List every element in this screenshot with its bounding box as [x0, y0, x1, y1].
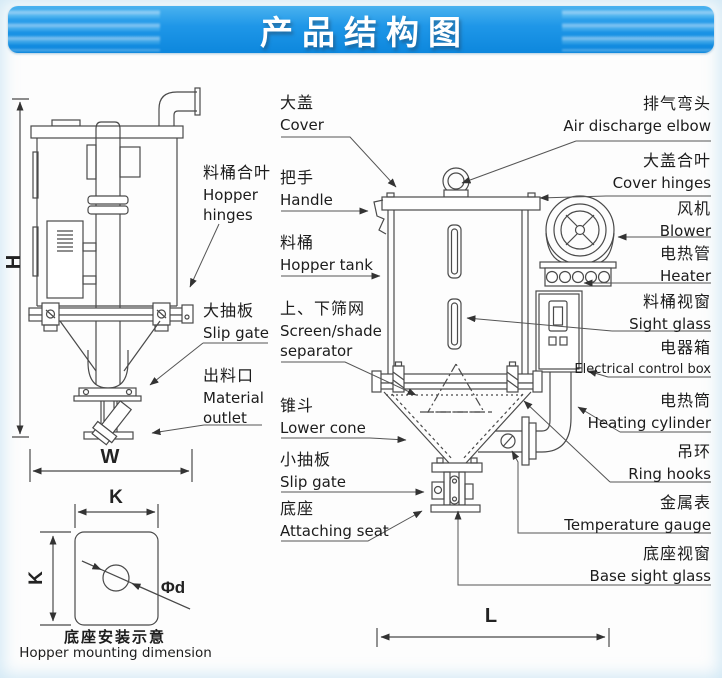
label-ring-hooks: 吊环 Ring hooks	[628, 441, 711, 484]
dimension-k-side: K	[26, 571, 47, 585]
label-attaching-seat: 底座 Attaching seat	[280, 498, 389, 541]
label-slip-gate-small-en: Slip gate	[280, 473, 346, 491]
label-heater-zh: 电热管	[659, 244, 711, 263]
dimension-width-w: W	[100, 445, 120, 468]
label-heater: 电热管 Heater	[660, 243, 711, 286]
label-electrical-control-box-en: Electrical control box	[574, 362, 711, 377]
label-base-sight-glass: 底座视窗 Base sight glass	[590, 543, 711, 586]
mounting-dimension-view	[40, 504, 191, 626]
label-slip-gate-small: 小抽板 Slip gate	[280, 449, 346, 492]
page-title-banner: 产品结构图	[8, 6, 714, 53]
label-lower-cone-zh: 锥斗	[280, 396, 315, 415]
label-temperature-gauge: 金属表 Temperature gauge	[564, 492, 711, 535]
label-material-outlet-en: Material outlet	[203, 389, 264, 427]
label-screen-separator: 上、下筛网 Screen/shade separator	[280, 298, 382, 361]
dimension-length-l: L	[484, 604, 498, 627]
label-cover: 大盖 Cover	[280, 92, 324, 135]
label-attaching-seat-en: Attaching seat	[280, 522, 389, 540]
label-sight-glass-en: Sight glass	[629, 315, 711, 333]
dimension-height-h: H	[2, 254, 25, 270]
label-heating-cylinder: 电热筒 Heating cylinder	[588, 390, 711, 433]
label-sight-glass: 料桶视窗 Sight glass	[629, 291, 711, 334]
label-material-outlet-zh: 出料口	[203, 366, 255, 385]
banner-streaks-left	[8, 8, 160, 51]
label-cover-en: Cover	[280, 116, 324, 134]
label-slip-gate-large-zh: 大抽板	[203, 301, 255, 320]
right-machine-view	[371, 167, 617, 647]
label-lower-cone-en: Lower cone	[280, 419, 366, 437]
label-ring-hooks-zh: 吊环	[676, 442, 711, 461]
label-slip-gate-large-en: Slip gate	[203, 324, 269, 342]
label-hopper-tank-zh: 料桶	[280, 233, 315, 252]
dimension-k-top: K	[109, 487, 123, 508]
label-hopper-hinges-zh: 料桶合叶	[203, 163, 272, 182]
label-attaching-seat-zh: 底座	[280, 499, 315, 518]
banner-streaks-right	[562, 8, 714, 51]
label-heating-cylinder-zh: 电热筒	[659, 391, 711, 410]
label-hopper-tank-en: Hopper tank	[280, 256, 373, 274]
label-lower-cone: 锥斗 Lower cone	[280, 395, 366, 438]
label-heating-cylinder-en: Heating cylinder	[587, 414, 711, 432]
label-blower-zh: 风机	[676, 199, 711, 218]
label-cover-hinges: 大盖合叶 Cover hinges	[613, 150, 711, 193]
label-hopper-hinges-en: Hopper hinges	[203, 186, 258, 224]
label-ring-hooks-en: Ring hooks	[628, 465, 711, 483]
label-electrical-control-box-zh: 电器箱	[659, 338, 711, 357]
label-cover-hinges-en: Cover hinges	[612, 174, 711, 192]
label-temperature-gauge-zh: 金属表	[659, 493, 711, 512]
label-blower-en: Blower	[659, 222, 711, 240]
leader-lines	[149, 136, 711, 586]
label-handle: 把手 Handle	[280, 167, 333, 210]
label-material-outlet: 出料口 Material outlet	[203, 365, 285, 428]
left-machine-view	[12, 87, 201, 482]
label-hopper-hinges: 料桶合叶 Hopper hinges	[203, 162, 283, 225]
label-air-discharge-elbow-en: Air discharge elbow	[563, 117, 711, 135]
label-slip-gate-large: 大抽板 Slip gate	[203, 300, 269, 343]
mounting-caption-en: Hopper mounting dimension	[19, 645, 212, 661]
label-slip-gate-small-zh: 小抽板	[280, 450, 332, 469]
mounting-caption-zh: 底座安装示意	[63, 628, 166, 646]
label-heater-en: Heater	[660, 267, 711, 285]
label-cover-zh: 大盖	[280, 93, 315, 112]
label-air-discharge-elbow: 排气弯头 Air discharge elbow	[563, 93, 711, 136]
label-handle-zh: 把手	[280, 168, 315, 187]
label-blower: 风机 Blower	[660, 198, 711, 241]
page-title: 产品结构图	[260, 12, 470, 52]
label-air-discharge-elbow-zh: 排气弯头	[642, 94, 711, 113]
dimension-hole-diameter: Φd	[160, 578, 186, 597]
label-screen-separator-en: Screen/shade separator	[280, 322, 382, 360]
label-base-sight-glass-en: Base sight glass	[589, 567, 711, 585]
label-screen-separator-zh: 上、下筛网	[280, 299, 366, 318]
label-hopper-tank: 料桶 Hopper tank	[280, 232, 373, 275]
label-electrical-control-box: 电器箱 Electrical control box	[574, 337, 711, 380]
label-base-sight-glass-zh: 底座视窗	[642, 544, 711, 563]
label-sight-glass-zh: 料桶视窗	[642, 292, 711, 311]
label-temperature-gauge-en: Temperature gauge	[564, 516, 711, 534]
label-cover-hinges-zh: 大盖合叶	[642, 151, 711, 170]
label-handle-en: Handle	[280, 191, 333, 209]
